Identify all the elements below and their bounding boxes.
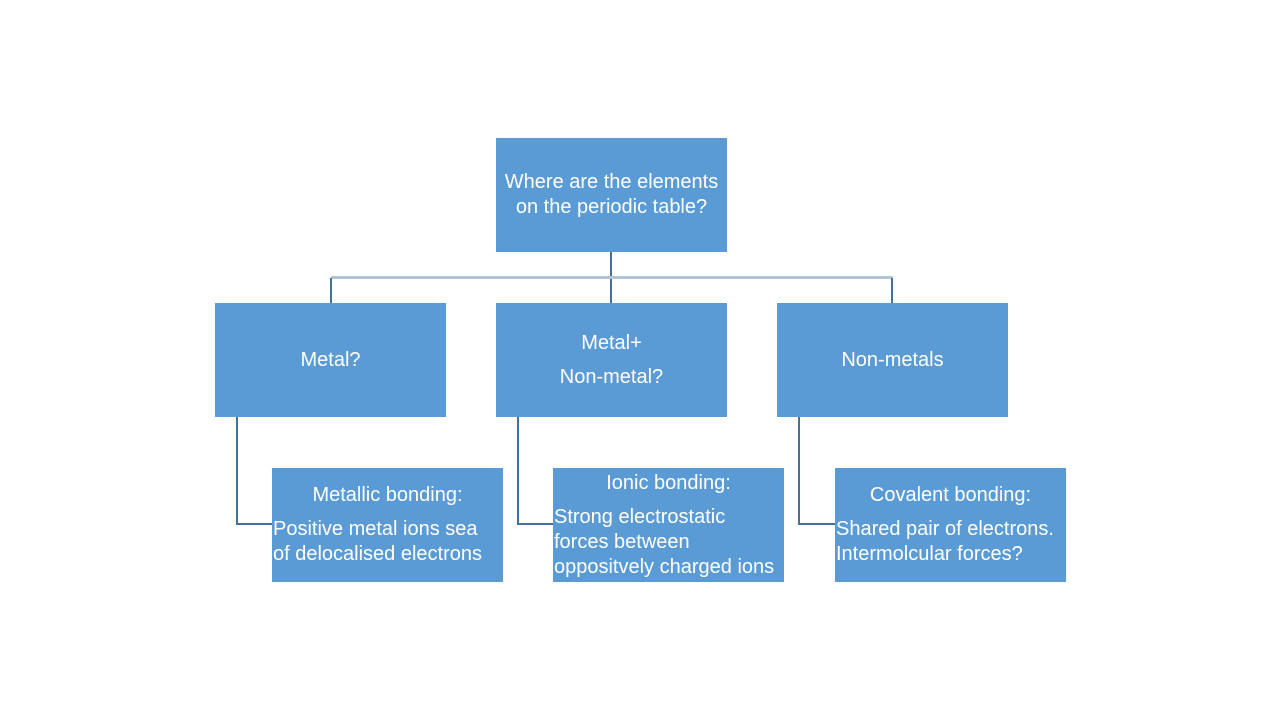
ionic-body-line3: oppositvely charged ions	[554, 555, 775, 578]
flowchart-node-nonmetals: Non-metals	[777, 303, 1008, 417]
flowchart-node-root-question: Where are the elements on the periodic t…	[496, 138, 727, 252]
connector-horizontal-bar	[331, 276, 893, 279]
connector-metal-to-metallic-vertical	[236, 417, 238, 525]
connector-metal-to-metallic-horizontal	[236, 523, 273, 525]
connector-metalnonmetal-to-ionic-vertical	[517, 417, 519, 525]
connector-nonmetals-to-covalent-vertical	[798, 417, 800, 525]
flowchart-node-ionic-bonding: Ionic bonding: Strong electrostatic forc…	[553, 468, 784, 582]
connector-drop-metal	[330, 278, 332, 304]
connector-metalnonmetal-to-ionic-horizontal	[517, 523, 554, 525]
connector-drop-nonmetals	[891, 278, 893, 304]
covalent-body-line1: Shared pair of electrons.	[836, 518, 1054, 540]
root-question-line2: on the periodic table?	[515, 196, 708, 218]
metallic-body-line1: Positive metal ions sea	[273, 518, 478, 540]
metallic-heading: Metallic bonding:	[312, 484, 463, 506]
ionic-body-line2: forces between	[554, 530, 690, 553]
flowchart-node-covalent-bonding: Covalent bonding: Shared pair of electro…	[835, 468, 1066, 582]
covalent-heading: Covalent bonding:	[869, 484, 1032, 506]
root-question-line1: Where are the elements	[504, 171, 719, 193]
flowchart-node-metal-nonmetal: Metal+ Non-metal?	[496, 303, 727, 417]
connector-nonmetals-to-covalent-horizontal	[798, 523, 836, 525]
nonmetals-label: Non-metals	[841, 348, 944, 371]
metallic-body-line2: of delocalised electrons	[273, 543, 483, 565]
ionic-heading: Ionic bonding:	[606, 471, 731, 494]
covalent-body-line2: Intermolcular forces?	[836, 543, 1023, 565]
metal-nonmetal-line1: Metal+	[581, 331, 642, 354]
flowchart-node-metallic-bonding: Metallic bonding: Positive metal ions se…	[272, 468, 503, 582]
ionic-body-line1: Strong electrostatic	[554, 505, 726, 528]
metal-nonmetal-line2: Non-metal?	[559, 365, 664, 388]
flowchart-node-metal: Metal?	[215, 303, 446, 417]
metal-label: Metal?	[300, 348, 361, 371]
